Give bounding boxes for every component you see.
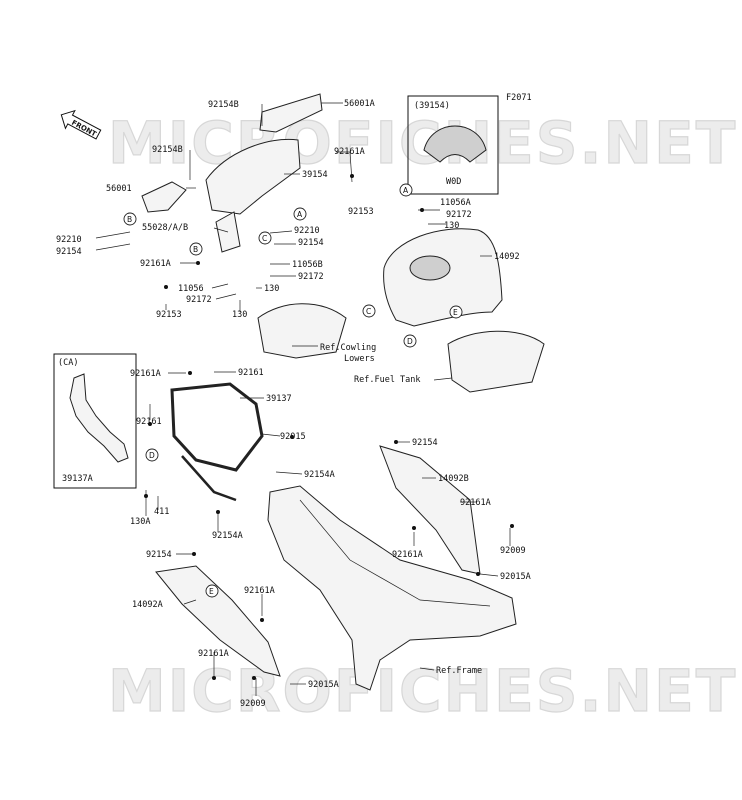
windshield-variant-icon: [423, 125, 487, 163]
front-arrow-icon: FRONT: [60, 109, 102, 140]
label-92161-2: 92161: [136, 417, 162, 427]
label-11056b: 11056B: [292, 260, 323, 270]
label-92161a-3: 92161A: [130, 369, 161, 379]
svg-text:C: C: [366, 307, 371, 316]
label-92015a-2: 92015A: [308, 680, 339, 690]
label-92154a-1: 92154A: [304, 470, 335, 480]
callout-b-1: B: [123, 212, 137, 226]
label-92161a-6: 92161A: [244, 586, 275, 596]
inset-ca-part: 39137A: [62, 474, 93, 484]
fasteners: [144, 174, 514, 680]
svg-text:A: A: [297, 210, 303, 219]
svg-text:E: E: [209, 587, 214, 596]
callout-a-2: A: [399, 183, 413, 197]
label-92172-2: 92172: [298, 272, 324, 282]
label-92154-left: 92154: [56, 247, 82, 257]
svg-text:E: E: [453, 308, 458, 317]
label-92172-3: 92172: [186, 295, 212, 305]
label-ref-fuel-tank: Ref.Fuel Tank: [354, 375, 421, 385]
watermark-top: MICROFICHES.NET: [108, 109, 737, 177]
label-56001: 56001: [106, 184, 132, 194]
label-14092: 14092: [494, 252, 520, 262]
inset-ca-code: (CA): [58, 358, 78, 368]
label-92210-left: 92210: [56, 235, 82, 245]
mirror-left-shape: [141, 181, 187, 213]
label-92172-1: 92172: [446, 210, 472, 220]
label-55028: 55028/A/B: [142, 223, 188, 233]
inset-windshield-code: (39154): [414, 101, 450, 111]
label-92161a-5: 92161A: [392, 550, 423, 560]
meter-hole-icon: [409, 255, 451, 281]
part-labels: 92154B 56001A 92154B 92161A 56001 39154 …: [56, 99, 531, 709]
label-92153-1: 92153: [348, 207, 374, 217]
label-130-3: 130: [232, 310, 247, 320]
inset-windshield: (39154) W0D: [407, 95, 499, 195]
label-411: 411: [154, 507, 169, 517]
label-92154-3: 92154: [412, 438, 438, 448]
label-92009-1: 92009: [500, 546, 526, 556]
label-92154b-top: 92154B: [208, 100, 239, 110]
label-92161a-7: 92161A: [198, 649, 229, 659]
inset-bracket-ca: (CA) 39137A: [53, 353, 137, 489]
frame-detail-line: [299, 499, 491, 607]
label-56001a: 56001A: [344, 99, 375, 109]
svg-text:B: B: [193, 245, 198, 254]
label-92015a-1: 92015A: [500, 572, 531, 582]
label-130-2: 130: [264, 284, 279, 294]
svg-text:A: A: [403, 186, 409, 195]
label-92154-4: 92154: [146, 550, 172, 560]
label-92161-1: 92161: [238, 368, 264, 378]
watermark-bottom: MICROFICHES.NET: [108, 657, 737, 725]
svg-text:B: B: [127, 215, 132, 224]
label-92161a-4: 92161A: [460, 498, 491, 508]
label-92210: 92210: [294, 226, 320, 236]
inset-windshield-caption: W0D: [446, 177, 461, 187]
leader-lines: [95, 102, 511, 696]
bracket-ca-shape: [69, 373, 129, 463]
callout-c-2: C: [362, 304, 376, 318]
label-92154a-2: 92154A: [212, 531, 243, 541]
callout-d-1: D: [403, 334, 417, 348]
label-92015: 92015: [280, 432, 306, 442]
upper-cowl-shape: [205, 138, 301, 215]
fuel-tank-ref-shape: [447, 330, 545, 393]
label-92154b-left: 92154B: [152, 145, 183, 155]
label-92154-2: 92154: [298, 238, 324, 248]
svg-text:D: D: [407, 337, 413, 346]
inner-cover-14092b-shape: [379, 445, 481, 575]
label-ref-cowling: Ref.Cowling: [320, 343, 376, 353]
label-130-1: 130: [444, 221, 459, 231]
label-39137: 39137: [266, 394, 292, 404]
callout-c-1: C: [258, 231, 272, 245]
svg-text:D: D: [149, 451, 155, 460]
callout-d-2: D: [145, 448, 159, 462]
label-92161a-1: 92161A: [334, 147, 365, 157]
label-39154: 39154: [302, 170, 328, 180]
cowling-lower-ref-shape: [257, 303, 347, 359]
label-92009-2: 92009: [240, 699, 266, 709]
callout-b-2: B: [189, 242, 203, 256]
label-92161a-2: 92161A: [140, 259, 171, 269]
sub-frame-rod: [181, 455, 237, 502]
figure-code: F2071: [506, 93, 532, 103]
inner-cover-14092a-shape: [155, 565, 281, 677]
label-11056: 11056: [178, 284, 204, 294]
callout-a-1: A: [293, 207, 307, 221]
callout-e-1: E: [449, 305, 463, 319]
svg-text:C: C: [262, 234, 267, 243]
label-11056a: 11056A: [440, 198, 471, 208]
label-ref-frame: Ref.Frame: [436, 666, 482, 676]
mirror-right-shape: [259, 93, 323, 133]
sub-frame-39137-shape: [170, 382, 264, 472]
label-lowers: Lowers: [344, 354, 375, 364]
label-14092a: 14092A: [132, 600, 163, 610]
main-frame-shape: [267, 485, 517, 691]
label-14092b: 14092B: [438, 474, 469, 484]
callout-e-2: E: [205, 584, 219, 598]
label-130a: 130A: [130, 517, 150, 527]
label-92153-2: 92153: [156, 310, 182, 320]
